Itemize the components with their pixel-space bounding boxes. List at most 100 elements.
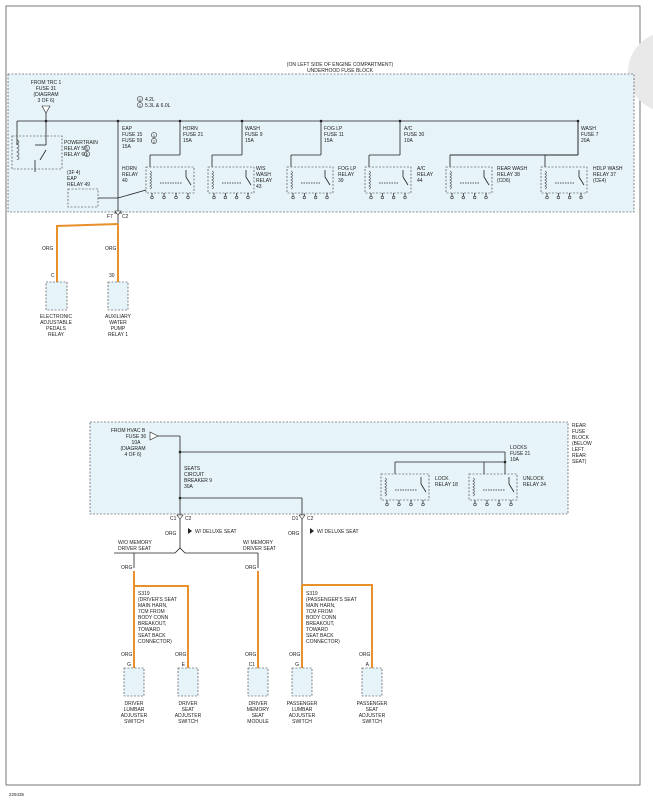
svg-text:WASH: WASH — [245, 126, 260, 132]
connector-pin-f7: F7 — [107, 214, 113, 220]
svg-text:(CD6): (CD6) — [497, 178, 511, 184]
wire-passenger-main — [302, 584, 373, 668]
svg-text:20A: 20A — [581, 138, 591, 144]
block-location-label: (ON LEFT SIDE OF ENGINE COMPARTMENT) — [287, 62, 394, 68]
svg-text:DRIVER SEAT: DRIVER SEAT — [243, 546, 276, 552]
svg-text:POWERTRAIN: POWERTRAIN — [64, 140, 98, 146]
svg-text:44: 44 — [417, 178, 423, 184]
component-label: SEAT — [366, 707, 379, 713]
svg-text:FOG LP: FOG LP — [324, 126, 343, 132]
from-trc-label: FROM TRC 1 FUSE 31 (DIAGRAM 3 OF 6) — [31, 80, 62, 104]
aux-pump-relay-label: AUXILIARY WATER PUMP RELAY 1 — [105, 314, 132, 338]
splice-line: MAIN HARN, — [138, 603, 167, 609]
svg-text:RELAY: RELAY — [48, 332, 65, 338]
powertrain-relay — [11, 135, 63, 170]
diagram-id: 229435 — [9, 792, 25, 797]
svg-text:30A: 30A — [184, 484, 194, 490]
splice-line: SEAT BACK — [306, 633, 334, 639]
wire-color-b3: ORG — [245, 652, 257, 658]
component-label: SWITCH — [362, 719, 382, 725]
rear-pin-c1: C1 — [170, 516, 177, 522]
horn-relay — [145, 166, 195, 200]
relay-groups — [117, 119, 588, 200]
rear-block-name: REAR FUSE BLOCK (BELOW LEFT REAR SEAT) — [572, 423, 592, 465]
wire-color-rear-right: ORG — [288, 531, 300, 537]
unlock-relay-label: UNLOCK RELAY 24 — [523, 476, 546, 488]
component-label: ADJUSTER — [175, 713, 202, 719]
svg-text:1: 1 — [153, 133, 156, 138]
component-label: PASSENGER — [287, 701, 318, 707]
splice-line: 7CM FROM — [138, 609, 165, 615]
wo-memory-label: W/O MEMORY DRIVER SEAT — [118, 540, 152, 552]
seats-breaker-label: SEATS CIRCUIT BREAKER 9 30A — [184, 466, 212, 490]
svg-text:FROM TRC 1: FROM TRC 1 — [31, 80, 62, 86]
splice-line: SEAT BACK — [138, 633, 166, 639]
svg-text:PUMP: PUMP — [111, 326, 126, 332]
svg-text:FUSE 36: FUSE 36 — [126, 434, 147, 440]
svg-text:RELAY 60: RELAY 60 — [64, 152, 87, 158]
svg-text:W/O MEMORY: W/O MEMORY — [118, 540, 152, 546]
svg-text:WATER: WATER — [109, 320, 127, 326]
powertrain-relay-label: POWERTRAIN RELAY 57 RELAY 60 — [64, 140, 98, 158]
svg-text:ELECTRONIC: ELECTRONIC — [40, 314, 73, 320]
svg-text:LEFT: LEFT — [572, 447, 584, 453]
svg-text:FUSE 21: FUSE 21 — [510, 451, 531, 457]
svg-text:5.3L & 6.0L: 5.3L & 6.0L — [145, 103, 171, 109]
svg-text:FUSE 59: FUSE 59 — [122, 138, 143, 144]
svg-text:(CE4): (CE4) — [593, 178, 606, 184]
svg-text:RELAY: RELAY — [338, 172, 355, 178]
svg-text:LOCK: LOCK — [435, 476, 449, 482]
svg-text:EAP: EAP — [67, 176, 78, 182]
diagram-ref-marker — [41, 105, 51, 114]
component-label: MODULE — [247, 719, 269, 725]
memory-option-split — [114, 547, 258, 554]
splice-line: S319 — [306, 591, 318, 597]
splice-line: MAIN HARN, — [306, 603, 335, 609]
ac-labels: A/C FUSE 30 10A A/C RELAY 44 — [404, 126, 434, 184]
bottom-components: GDRIVERLUMBARADJUSTERSWITCHEDRIVERSEATAD… — [121, 662, 388, 725]
w-memory-label: W/ MEMORY DRIVER SEAT — [243, 540, 276, 552]
svg-text:FOG LP: FOG LP — [338, 166, 357, 172]
svg-text:SEATS: SEATS — [184, 466, 201, 472]
svg-text:1: 1 — [86, 146, 89, 151]
svg-text:10A: 10A — [510, 457, 520, 463]
page-frame — [5, 5, 641, 786]
svg-text:RELAY 49: RELAY 49 — [67, 182, 90, 188]
wire-color-driver: ORG — [121, 565, 133, 571]
svg-text:W/ MEMORY: W/ MEMORY — [243, 540, 274, 546]
svg-text:CIRCUIT: CIRCUIT — [184, 472, 204, 478]
wire-color-b2: ORG — [175, 652, 187, 658]
svg-text:(BELOW: (BELOW — [572, 441, 592, 447]
splice-line: BODY CONN — [138, 615, 169, 621]
component-label: LUMBAR — [292, 707, 313, 713]
svg-text:3 OF 6): 3 OF 6) — [38, 98, 55, 104]
component-pin: A — [366, 662, 370, 668]
wire-color-rear-left: ORG — [165, 531, 177, 537]
svg-text:(DIAGRAM: (DIAGRAM — [121, 446, 146, 452]
svg-text:2: 2 — [86, 152, 89, 157]
splice-line: TOWARD — [306, 627, 328, 633]
svg-text:FROM HVAC B: FROM HVAC B — [111, 428, 146, 434]
lock-relay — [380, 473, 430, 507]
svg-text:RELAY 38: RELAY 38 — [497, 172, 520, 178]
svg-text:RELAY 18: RELAY 18 — [435, 482, 458, 488]
svg-text:WASH: WASH — [581, 126, 596, 132]
ws-wash-relay — [207, 166, 255, 200]
svg-text:FUSE 9: FUSE 9 — [245, 132, 263, 138]
pin-30-label: 30 — [109, 273, 115, 279]
svg-text:4 OF 6): 4 OF 6) — [125, 452, 142, 458]
rear-pin-c2-left: C2 — [185, 516, 192, 522]
eap-pedals-relay — [45, 281, 68, 311]
svg-text:RELAY: RELAY — [122, 172, 139, 178]
svg-text:BLOCK: BLOCK — [572, 435, 590, 441]
svg-text:REAR WASH: REAR WASH — [497, 166, 527, 172]
component-label: SWITCH — [292, 719, 312, 725]
wire-color-memory: ORG — [245, 565, 257, 571]
svg-text:4.2L: 4.2L — [145, 97, 155, 103]
rear-relays — [380, 473, 518, 507]
horn-labels: HORN FUSE 21 15A HORN RELAY 40 — [122, 126, 204, 184]
svg-text:FUSE: FUSE — [572, 429, 586, 435]
wire-color-b5: ORG — [359, 652, 371, 658]
